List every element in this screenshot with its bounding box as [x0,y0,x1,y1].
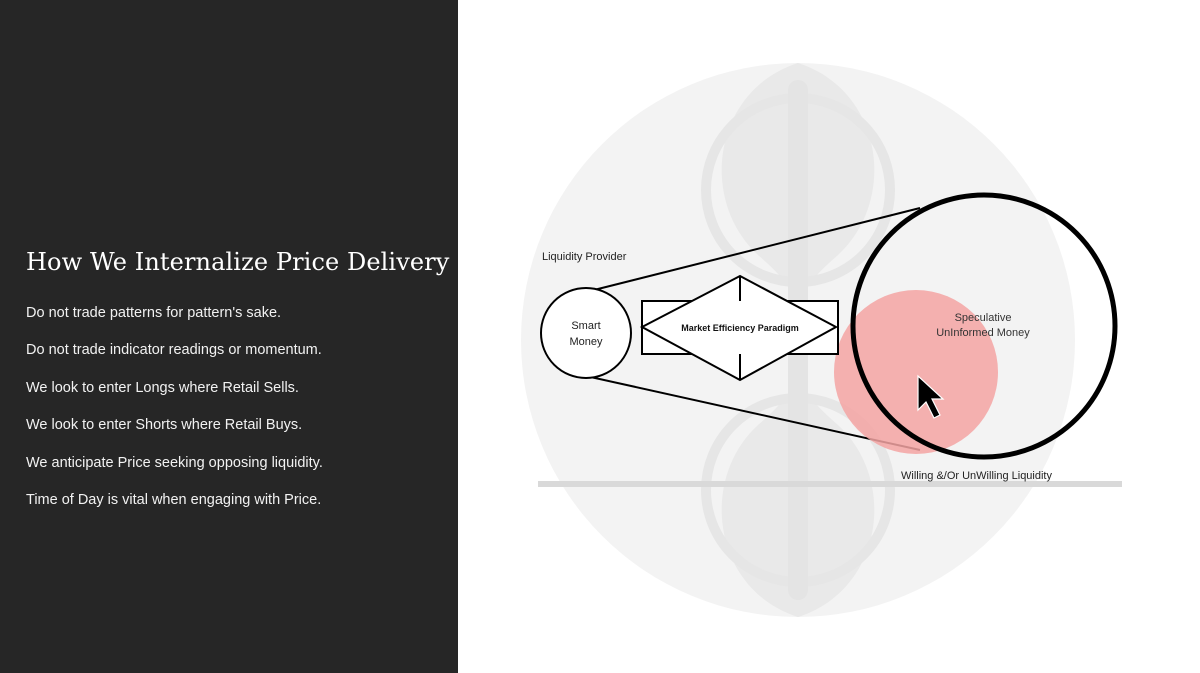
liquidity-label: Willing &/Or UnWilling Liquidity [901,470,1052,482]
bullet-item: We look to enter Shorts where Retail Buy… [26,417,303,434]
smart-money-circle [540,287,632,379]
bullet-list: Do not trade patterns for pattern's sake… [26,303,323,527]
speculative-money-circle [850,192,1118,460]
ground-line [538,481,1122,487]
liquidity-diagram: Liquidity Provider Smart Money Market Ef… [521,63,1122,617]
smart-money-label-line1: Smart [571,320,600,332]
bullet-item: Do not trade indicator readings or momen… [26,342,322,359]
market-efficiency-label: Market Efficiency Paradigm [681,323,799,333]
lower-connector-line [585,375,921,451]
highlight-spot [834,290,998,454]
slide-title: How We Internalize Price Delivery [26,248,450,276]
bullet-item: We look to enter Longs where Retail Sell… [26,379,299,396]
speculative-label-line2: UnInformed Money [936,327,1030,339]
mouse-pointer-icon [917,374,945,419]
bullet-item: Time of Day is vital when engaging with … [26,491,322,508]
upper-connector-line [585,207,921,293]
bullet-item: Do not trade patterns for pattern's sake… [26,305,282,321]
liquidity-provider-label: Liquidity Provider [542,251,627,263]
text-panel: How We Internalize Price Delivery Do not… [0,0,458,673]
bullet-item: We anticipate Price seeking opposing liq… [26,454,323,471]
smart-money-label-line2: Money [569,336,603,348]
speculative-label-line1: Speculative [955,312,1012,324]
diagram-panel: Liquidity Provider Smart Money Market Ef… [458,0,1200,673]
